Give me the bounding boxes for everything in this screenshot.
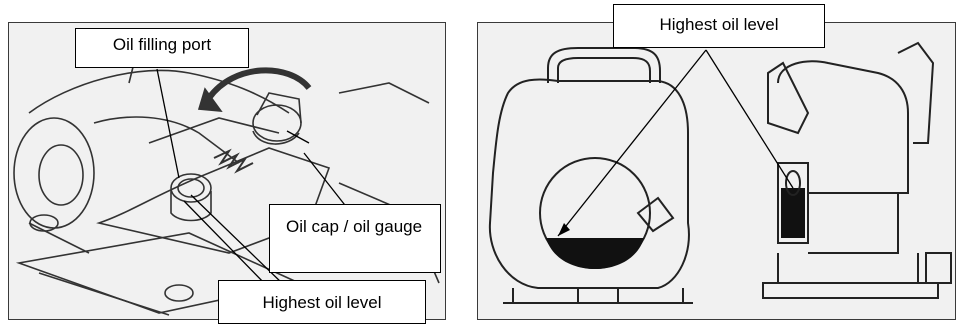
mount-foot-2 [165,285,193,301]
highest-oil-level-label-left: Highest oil level [218,280,426,324]
flywheel-housing [14,118,94,228]
highest-oil-level-text-right: Highest oil level [659,15,778,34]
tank-handle [548,48,660,83]
oil-tank-illustration [478,23,956,320]
leader-highest-right-2 [706,50,793,188]
leader-filling-port [157,69,179,178]
oil-filling-port-text: Oil filling port [113,35,211,54]
tank-filler-neck [638,198,673,231]
oil-cap-label: Oil cap / oil gauge [269,204,441,273]
highest-oil-level-label-right: Highest oil level [613,4,825,48]
highest-oil-level-text-left: Highest oil level [262,293,381,312]
oil-level-diagram [477,22,956,320]
oil-cap-text: Oil cap / oil gauge [286,217,422,236]
leader-highest-right-1 [558,50,706,236]
oil-level-left [546,238,644,269]
rotate-arrow [209,70,309,98]
oil-filling-port-label: Oil filling port [75,28,249,68]
